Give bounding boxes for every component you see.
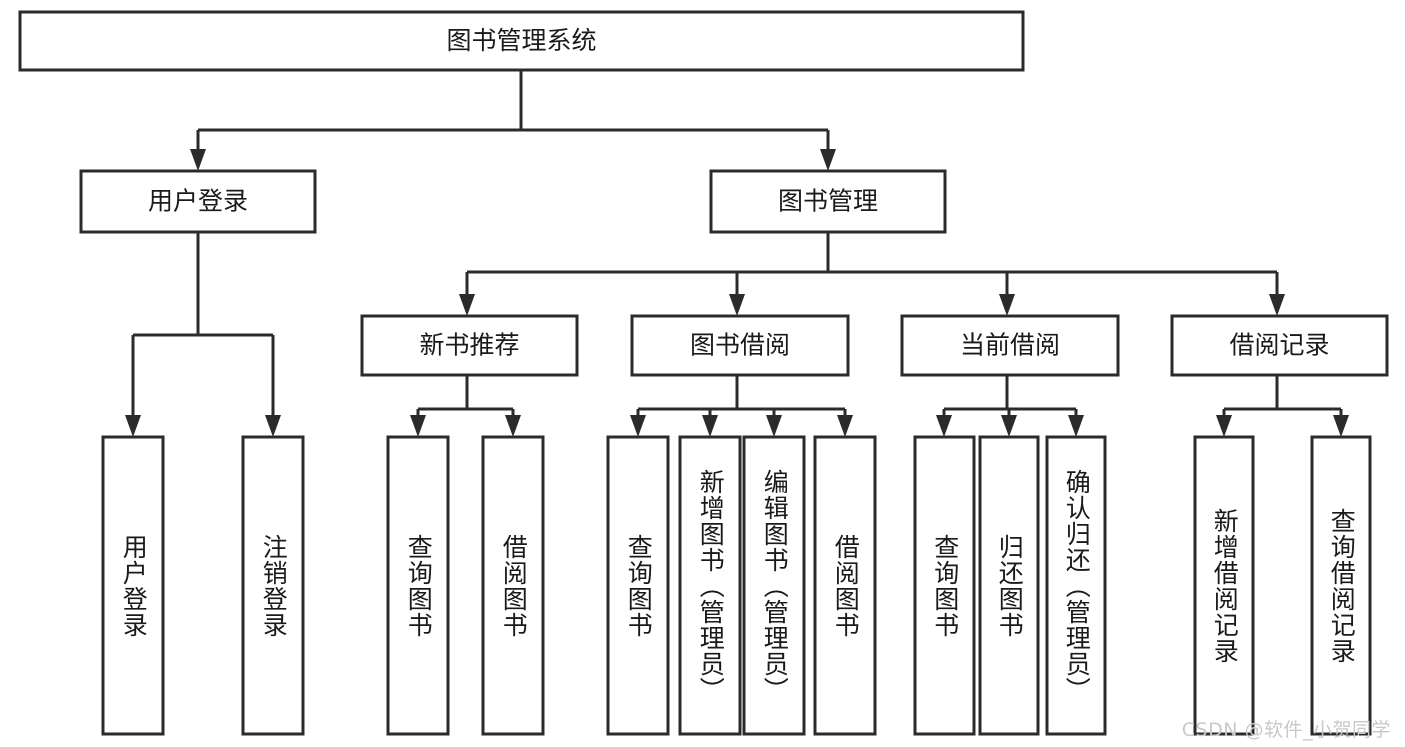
node-box-leaf-query-record[interactable] (1310, 435, 1372, 736)
node-label-book-manage: 图书管理 (778, 187, 878, 216)
node-box-leaf-return-book[interactable] (978, 435, 1040, 736)
node-box-leaf-borrow-book-2[interactable] (813, 435, 877, 736)
arrow-head-icon (702, 415, 718, 437)
node-book-manage[interactable]: 图书管理 (709, 169, 947, 234)
node-book-borrow[interactable]: 图书借阅 (630, 314, 850, 377)
node-leaf-borrow-book-1[interactable] (481, 435, 545, 736)
arrow-head-icon (1333, 415, 1349, 437)
arrow-head-icon (505, 415, 521, 437)
node-current-borrow[interactable]: 当前借阅 (900, 314, 1120, 377)
arrow-head-icon (190, 149, 206, 171)
node-label-borrow-record: 借阅记录 (1229, 331, 1329, 360)
node-box-leaf-borrow-book-1[interactable] (481, 435, 545, 736)
node-label-new-book-recommend: 新书推荐 (419, 331, 519, 360)
arrow-head-icon (766, 415, 782, 437)
node-leaf-edit-book[interactable] (742, 435, 806, 736)
arrow-head-icon (729, 294, 745, 316)
node-leaf-user-login[interactable] (101, 435, 165, 736)
arrow-head-icon (1068, 415, 1084, 437)
node-box-leaf-confirm-return[interactable] (1045, 435, 1107, 736)
node-box-leaf-add-record[interactable] (1193, 435, 1255, 736)
node-label-current-borrow: 当前借阅 (960, 331, 1060, 360)
arrow-head-icon (630, 415, 646, 437)
node-leaf-borrow-book-2[interactable] (813, 435, 877, 736)
node-leaf-query-book-1[interactable] (386, 435, 450, 736)
node-leaf-query-book-2[interactable] (606, 435, 670, 736)
node-root[interactable]: 图书管理系统 (18, 10, 1025, 72)
arrow-head-icon (936, 415, 952, 437)
node-new-book-recommend[interactable]: 新书推荐 (360, 314, 579, 377)
node-leaf-logout[interactable] (241, 435, 305, 736)
node-box-leaf-query-book-2[interactable] (606, 435, 670, 736)
node-user-login[interactable]: 用户登录 (79, 169, 317, 234)
arrow-head-icon (265, 415, 281, 437)
arrow-head-icon (459, 294, 475, 316)
node-leaf-add-record[interactable] (1193, 435, 1255, 736)
node-leaf-add-book[interactable] (678, 435, 742, 736)
node-box-leaf-add-book[interactable] (678, 435, 742, 736)
arrow-head-icon (820, 149, 836, 171)
node-leaf-query-book-3[interactable] (913, 435, 976, 736)
node-leaf-confirm-return[interactable] (1045, 435, 1107, 736)
arrow-head-icon (1216, 415, 1232, 437)
node-box-current-borrow[interactable] (900, 314, 1120, 377)
watermark-text: CSDN @软件_小贺同学 (1181, 719, 1391, 741)
arrow-head-icon (410, 415, 426, 437)
node-box-leaf-query-book-3[interactable] (913, 435, 976, 736)
node-label-root: 图书管理系统 (446, 26, 596, 55)
node-label-user-login: 用户登录 (148, 187, 248, 216)
arrow-head-icon (837, 415, 853, 437)
node-box-root[interactable] (18, 10, 1025, 72)
node-box-leaf-query-book-1[interactable] (386, 435, 450, 736)
node-box-leaf-user-login[interactable] (101, 435, 165, 736)
node-box-user-login[interactable] (79, 169, 317, 234)
arrow-head-icon (999, 294, 1015, 316)
node-box-new-book-recommend[interactable] (360, 314, 579, 377)
node-box-leaf-logout[interactable] (241, 435, 305, 736)
node-box-leaf-edit-book[interactable] (742, 435, 806, 736)
node-borrow-record[interactable]: 借阅记录 (1170, 314, 1389, 377)
arrow-head-icon (125, 415, 141, 437)
node-box-borrow-record[interactable] (1170, 314, 1389, 377)
node-leaf-query-record[interactable] (1310, 435, 1372, 736)
node-label-book-borrow: 图书借阅 (690, 331, 790, 360)
node-leaf-return-book[interactable] (978, 435, 1040, 736)
arrow-head-icon (1269, 294, 1285, 316)
node-box-book-manage[interactable] (709, 169, 947, 234)
arrow-head-icon (1001, 415, 1017, 437)
connector-layer (125, 70, 1349, 437)
node-box-book-borrow[interactable] (630, 314, 850, 377)
